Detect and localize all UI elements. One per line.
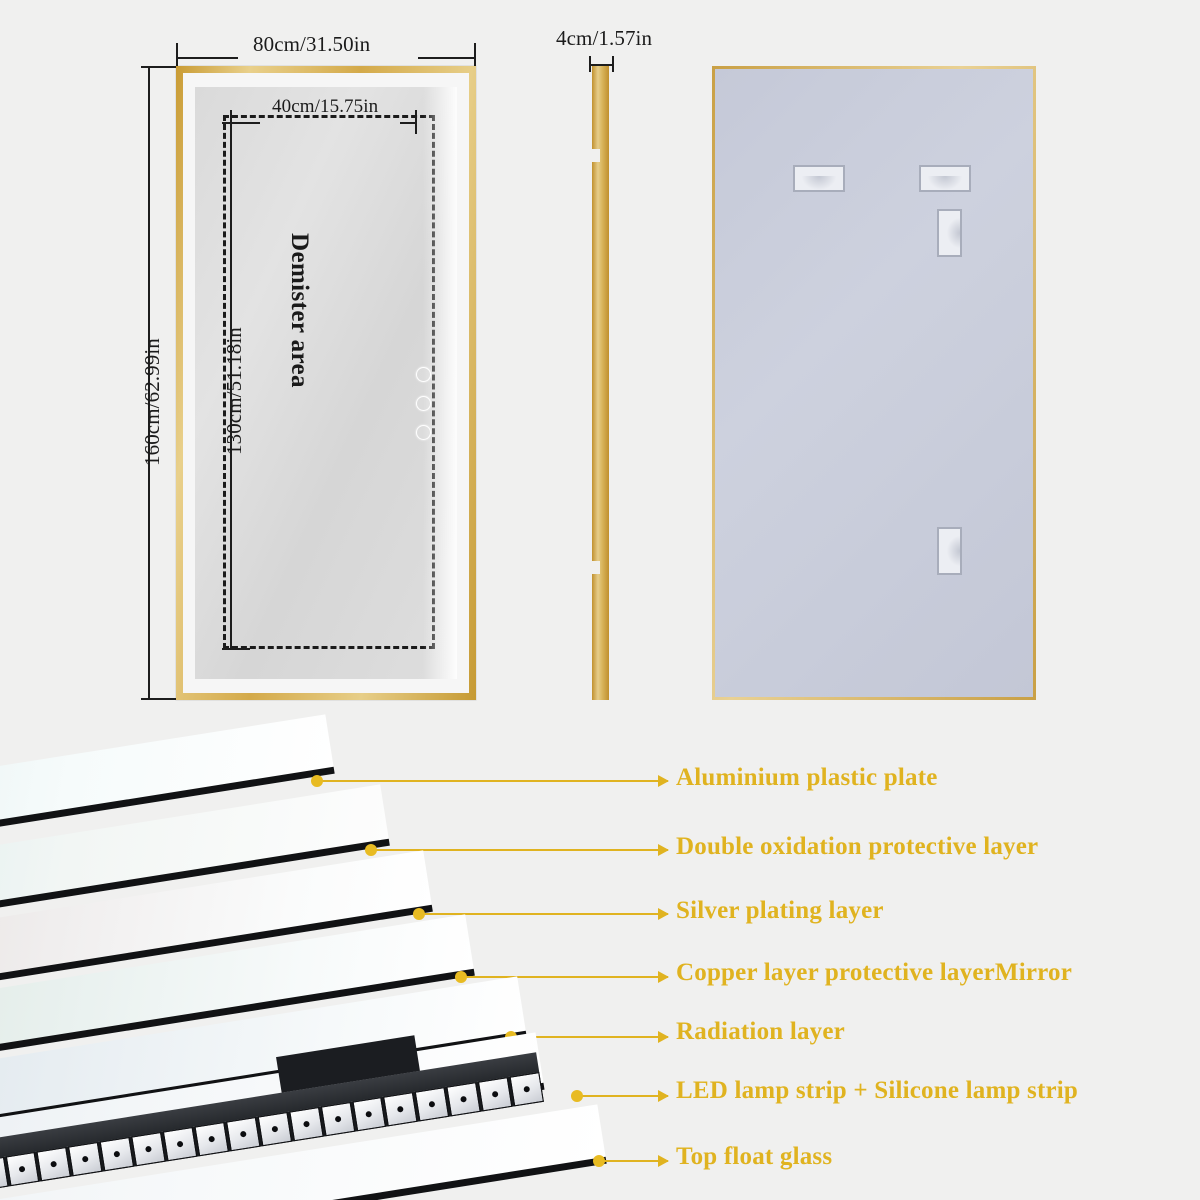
led-chip [320, 1102, 355, 1137]
callout-dot-icon [311, 775, 323, 787]
dim-demister-w-tick-right [415, 110, 417, 134]
callout-label-aluminium-plastic-plate: Aluminium plastic plate [676, 764, 938, 791]
dim-demister-h-line [230, 122, 232, 650]
dim-height-tick-bottom [141, 698, 176, 700]
dim-demister-h-tick-top [222, 122, 250, 124]
callout-dot-icon [413, 908, 425, 920]
side-notch-lower [592, 561, 600, 574]
bracket-upper-right [937, 209, 962, 257]
keyhole-hanger-top-left [793, 165, 845, 192]
dimension-thickness-label: 4cm/1.57in [556, 26, 653, 50]
led-chip [68, 1141, 103, 1177]
callout-label-copper-layer-protective-layer-mirror: Copper layer protective layerMirror [676, 959, 1072, 986]
callout-line-3 [413, 908, 669, 920]
exploded-layer-section: Aluminium plastic plate Double oxidation… [0, 700, 1200, 1200]
dim-width-line-right [418, 57, 476, 59]
led-chip [289, 1107, 324, 1142]
callout-arrow-icon [658, 971, 669, 983]
led-chip [162, 1126, 198, 1162]
dim-demister-h-tick-bottom [222, 648, 250, 650]
dim-height-line [148, 66, 150, 700]
back-panel-view [712, 66, 1036, 700]
led-chip [478, 1077, 513, 1112]
callout-line-2 [365, 844, 669, 856]
technical-drawing-section: 80cm/31.50in 160cm/62.99in 4cm/1.57in De… [140, 26, 1036, 700]
led-chip [352, 1097, 387, 1132]
dim-width-tick-right [474, 43, 476, 71]
led-chip [446, 1082, 481, 1117]
led-chip [36, 1146, 72, 1182]
callout-label-radiation-layer: Radiation layer [676, 1018, 845, 1045]
dim-width-line-left [176, 57, 238, 59]
demister-area-label: Demister area [286, 233, 313, 388]
dim-thickness-tick-right [612, 56, 614, 72]
dim-width-tick-left [176, 43, 178, 71]
callout-dot-icon [593, 1155, 605, 1167]
dimension-width-label: 80cm/31.50in [253, 32, 371, 56]
touch-control-group [416, 367, 431, 454]
side-notch-upper [592, 149, 600, 162]
callout-line-6 [571, 1090, 669, 1102]
led-chip [99, 1136, 135, 1172]
led-chip [415, 1087, 450, 1122]
led-chip [194, 1121, 229, 1157]
callout-line-1 [311, 775, 669, 787]
callout-arrow-icon [658, 775, 669, 787]
callout-line-7 [593, 1155, 669, 1167]
callout-arrow-icon [658, 1155, 669, 1167]
touch-button-1[interactable] [416, 367, 431, 382]
touch-button-3[interactable] [416, 425, 431, 440]
callout-label-top-float-glass: Top float glass [676, 1143, 833, 1170]
callout-dot-icon [455, 971, 467, 983]
callout-label-silver-plating-layer: Silver plating layer [676, 897, 884, 924]
back-panel-surface [715, 69, 1033, 697]
dim-height-tick-top [141, 66, 176, 68]
callout-arrow-icon [658, 908, 669, 920]
bracket-lower-right [937, 527, 962, 575]
dim-demister-w-line-right [400, 122, 416, 124]
dim-thickness-line [589, 64, 614, 66]
dimension-demister-width-label: 40cm/15.75in [272, 96, 379, 117]
callout-arrow-icon [658, 1031, 669, 1043]
led-chip [257, 1112, 292, 1147]
callout-label-double-oxidation-protective-layer: Double oxidation protective layer [676, 833, 1039, 860]
callout-label-led-lamp-strip: LED lamp strip + Silicone lamp strip [676, 1077, 1079, 1104]
demister-area-boundary [223, 115, 435, 649]
front-view-mirror: Demister area [176, 66, 476, 700]
dim-thickness-tick-left [589, 56, 591, 72]
dimension-demister-height-label: 130cm/51.18in [222, 327, 246, 455]
led-chip [509, 1072, 544, 1107]
led-chip [383, 1092, 418, 1127]
led-chip [5, 1151, 40, 1187]
touch-button-2[interactable] [416, 396, 431, 411]
callout-dot-icon [571, 1090, 583, 1102]
callout-arrow-icon [658, 844, 669, 856]
side-profile-view [592, 66, 609, 700]
led-chip [225, 1116, 261, 1152]
callout-arrow-icon [658, 1090, 669, 1102]
keyhole-hanger-top-right [919, 165, 971, 192]
led-chip [131, 1131, 166, 1167]
callout-line-4 [455, 971, 669, 983]
dimension-height-label: 160cm/62.99in [140, 338, 164, 466]
callout-dot-icon [365, 844, 377, 856]
